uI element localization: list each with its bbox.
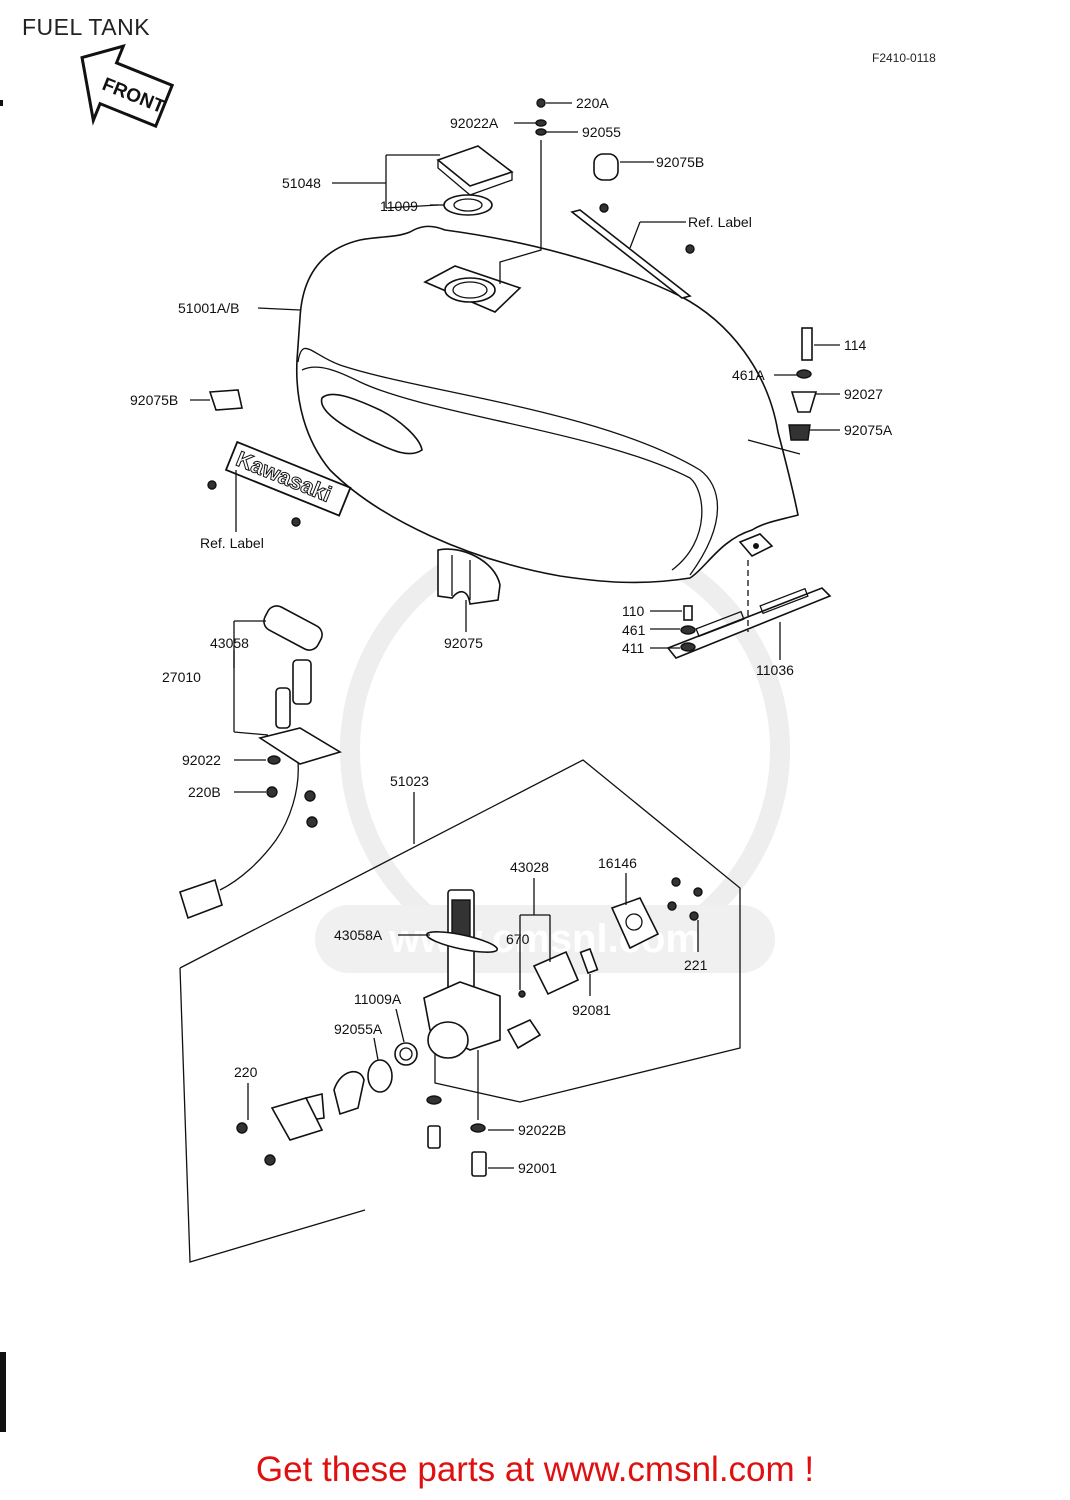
label-ref-label-top: Ref. Label [688, 214, 752, 230]
bolt-92001 [471, 1151, 487, 1177]
label-51048: 51048 [282, 175, 321, 191]
o-ring-670 [518, 990, 526, 998]
label-461: 461 [622, 622, 646, 638]
label-220b: 220B [188, 784, 221, 800]
diagram-title: FUEL TANK [22, 14, 151, 40]
label-43028: 43028 [510, 859, 549, 875]
cms-watermark: www.cmsnl.com [315, 525, 790, 975]
label-92055: 92055 [582, 124, 621, 140]
lever-body [333, 1070, 365, 1116]
lever-plate-43028 [532, 950, 580, 996]
screw-220 [236, 1122, 248, 1134]
label-27010: 27010 [162, 669, 201, 685]
promo-banner-link[interactable]: Get these parts at www.cmsnl.com ! [255, 1450, 815, 1489]
filler-cap [436, 145, 514, 196]
fuel-tap-assembly [423, 889, 542, 1059]
label-92075a: 92075A [844, 422, 893, 438]
tap-plate [270, 1097, 324, 1141]
washer-92055 [535, 128, 547, 136]
label-11009a: 11009A [354, 991, 402, 1007]
label-92022b: 92022B [518, 1122, 566, 1138]
label-92027: 92027 [844, 386, 883, 402]
label-92075b-top: 92075B [656, 154, 704, 170]
fuel-tank-exploded-diagram: www.cmsnl.com FRONT K [0, 43, 893, 1432]
collar-92027 [790, 391, 818, 413]
gasket-43058 [263, 605, 323, 651]
fuel-tap-inset-outline [179, 759, 741, 1103]
label-11036: 11036 [756, 662, 794, 678]
washer-92022b [470, 1123, 486, 1133]
fuel-tank-body [295, 225, 799, 584]
label-43058a: 43058A [334, 927, 383, 943]
washer-92022a [535, 119, 547, 127]
o-ring-92055a [367, 1059, 393, 1093]
label-11009: 11009 [380, 198, 418, 214]
label-92055a: 92055A [334, 1021, 383, 1037]
damper-92075b-top [593, 153, 619, 181]
bolt-110 [683, 605, 693, 621]
bolt-114 [801, 327, 813, 361]
screw-221 [689, 911, 699, 921]
label-670: 670 [506, 931, 530, 947]
label-43058: 43058 [210, 635, 249, 651]
label-51023: 51023 [390, 773, 429, 789]
label-220: 220 [234, 1064, 258, 1080]
rubber-92075 [437, 548, 501, 605]
part-number-labels: 220A 92022A 92055 51048 11009 92075B Ref… [130, 95, 893, 1176]
leader-lines [190, 102, 840, 1169]
damper-92075a [788, 424, 811, 441]
label-92075: 92075 [444, 635, 483, 651]
screw-220b [266, 786, 278, 798]
label-411: 411 [622, 640, 645, 656]
label-51001ab: 51001A/B [178, 300, 240, 316]
label-92001: 92001 [518, 1160, 557, 1176]
washer-411 [680, 642, 696, 652]
label-220a: 220A [576, 95, 609, 111]
ref-label-plate-top [570, 209, 692, 299]
washer-92022 [267, 755, 281, 765]
label-110: 110 [622, 603, 645, 619]
washer-461 [680, 625, 696, 635]
label-92081: 92081 [572, 1002, 611, 1018]
label-ref-label-left: Ref. Label [200, 535, 264, 551]
strap-11036 [666, 587, 832, 659]
label-461a: 461A [732, 367, 765, 383]
screw-92081 [579, 947, 599, 975]
front-arrow-icon: FRONT [80, 43, 175, 129]
filter-11009a [394, 1042, 418, 1066]
washer-461a [796, 369, 812, 379]
label-16146: 16146 [598, 855, 637, 871]
label-114: 114 [844, 337, 867, 353]
label-92022: 92022 [182, 752, 221, 768]
screw-220a [536, 98, 546, 108]
label-92022a: 92022A [450, 115, 499, 131]
fuel-sender-unit [179, 659, 342, 920]
figure-code: F2410-0118 [872, 51, 936, 65]
damper-92075b-left [208, 389, 243, 411]
label-92075b-left: 92075B [130, 392, 178, 408]
cover-16146 [610, 897, 660, 950]
cap-gasket [443, 194, 493, 216]
label-221: 221 [684, 957, 708, 973]
